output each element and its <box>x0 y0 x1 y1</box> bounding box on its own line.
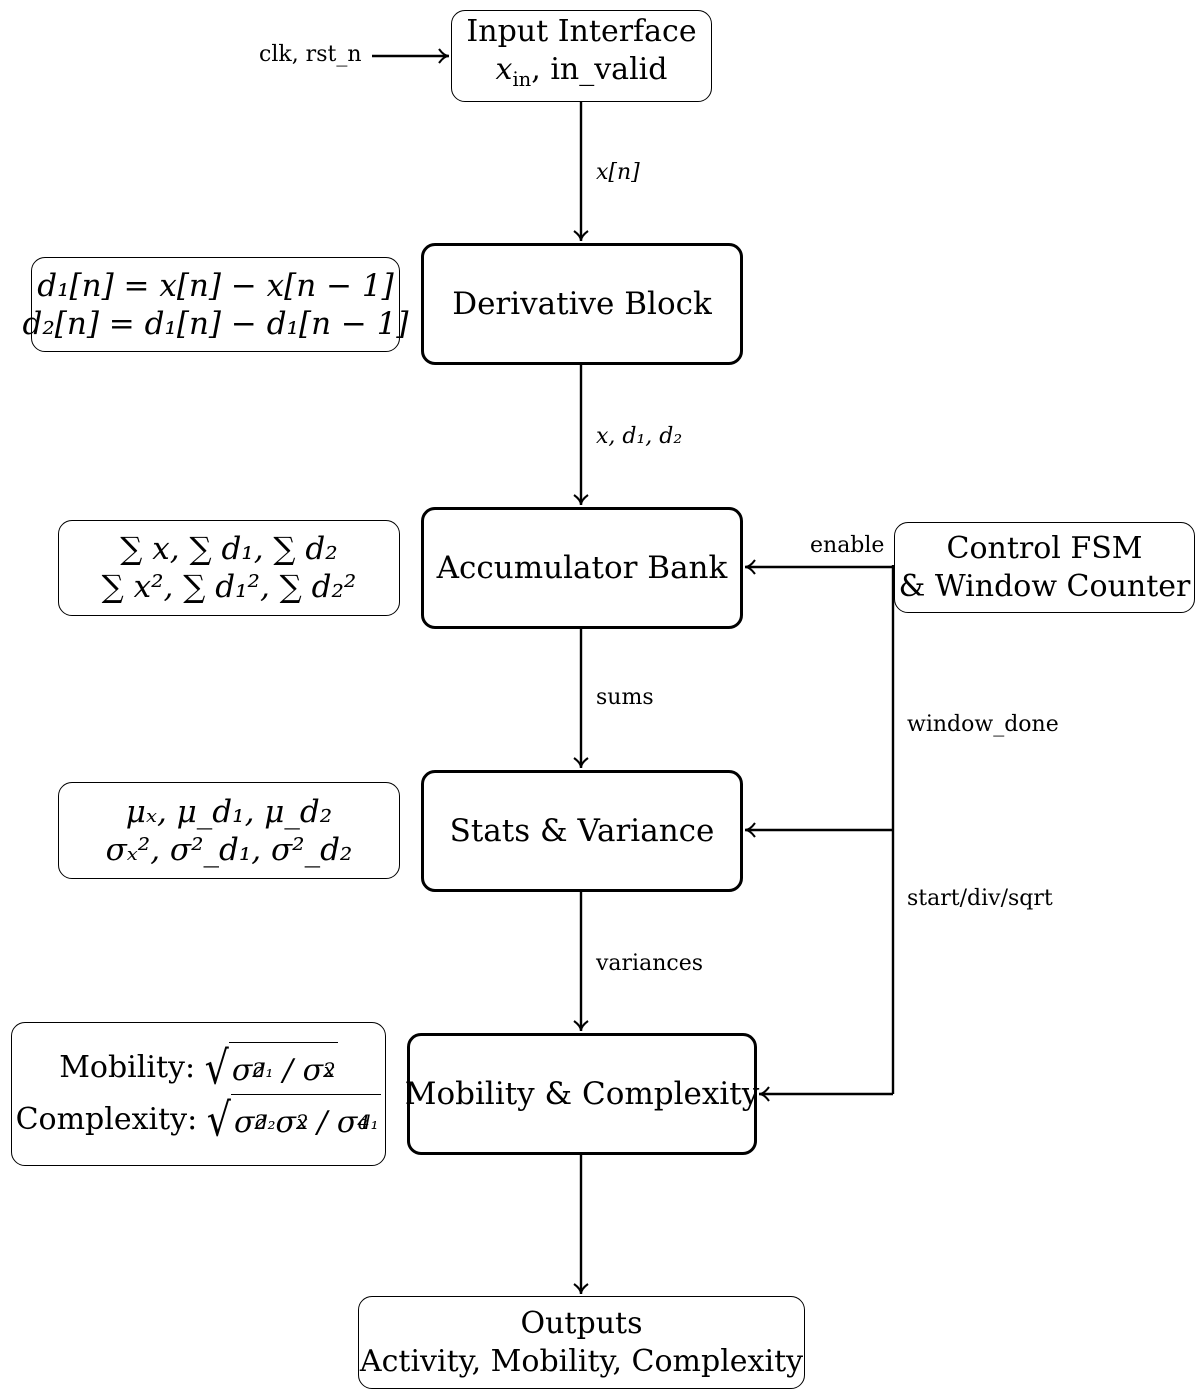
input-interface-box: Input Interface xin, in_valid <box>451 10 712 102</box>
input-title: Input Interface <box>466 14 697 49</box>
accumulator-bank: Accumulator Bank <box>421 507 743 629</box>
mobility-title: Mobility & Complexity <box>404 1076 760 1112</box>
start-div-sqrt-label: start/div/sqrt <box>907 886 1053 911</box>
stats-formula-1: μₓ, μ_d₁, μ_d₂ <box>125 793 333 830</box>
input-signals: xin, in_valid <box>495 52 668 91</box>
outputs-subtitle: Activity, Mobility, Complexity <box>359 1343 804 1379</box>
clock-label: clk, rst_n <box>259 42 362 67</box>
derivative-title: Derivative Block <box>452 286 712 322</box>
mobility-formula-label: Mobility: <box>59 1050 196 1085</box>
window-done-label: window_done <box>907 712 1059 737</box>
accumulator-title: Accumulator Bank <box>436 550 728 586</box>
accumulator-formula-box: ∑ x, ∑ d₁, ∑ d₂ ∑ x², ∑ d₁², ∑ d₂² <box>58 520 400 616</box>
control-fsm-box: Control FSM & Window Counter <box>894 522 1195 613</box>
stats-formula-2: σₓ², σ²_d₁, σ²_d₂ <box>105 831 353 868</box>
mobility-complexity-block: Mobility & Complexity <box>404 1033 760 1155</box>
outputs-title: Outputs <box>520 1305 643 1341</box>
stats-variance-block: Stats & Variance <box>421 770 743 892</box>
derivative-block: Derivative Block <box>421 243 743 365</box>
derivative-formula-1: d₁[n] = x[n] − x[n − 1] <box>37 267 394 304</box>
sums-label: sums <box>596 685 654 710</box>
control-title-2: & Window Counter <box>898 568 1191 604</box>
accumulator-formula-1: ∑ x, ∑ d₁, ∑ d₂ <box>120 531 338 567</box>
stats-formula-box: μₓ, μ_d₁, μ_d₂ σₓ², σ²_d₁, σ²_d₂ <box>58 782 400 879</box>
xn-label: x[n] <box>596 160 640 185</box>
stats-title: Stats & Variance <box>449 813 715 849</box>
derivative-formula-box: d₁[n] = x[n] − x[n − 1] d₂[n] = d₁[n] − … <box>22 257 409 352</box>
accumulator-formula-2: ∑ x², ∑ d₁², ∑ d₂² <box>101 569 357 605</box>
derivs-label: x, d₁, d₂ <box>596 424 683 449</box>
complexity-formula-label: Complexity: <box>15 1102 198 1137</box>
variances-label: variances <box>596 951 704 976</box>
outputs-box: Outputs Activity, Mobility, Complexity <box>358 1296 805 1389</box>
control-title-1: Control FSM <box>946 530 1143 566</box>
derivative-formula-2: d₂[n] = d₁[n] − d₁[n − 1] <box>22 305 409 342</box>
enable-label: enable <box>810 533 885 558</box>
